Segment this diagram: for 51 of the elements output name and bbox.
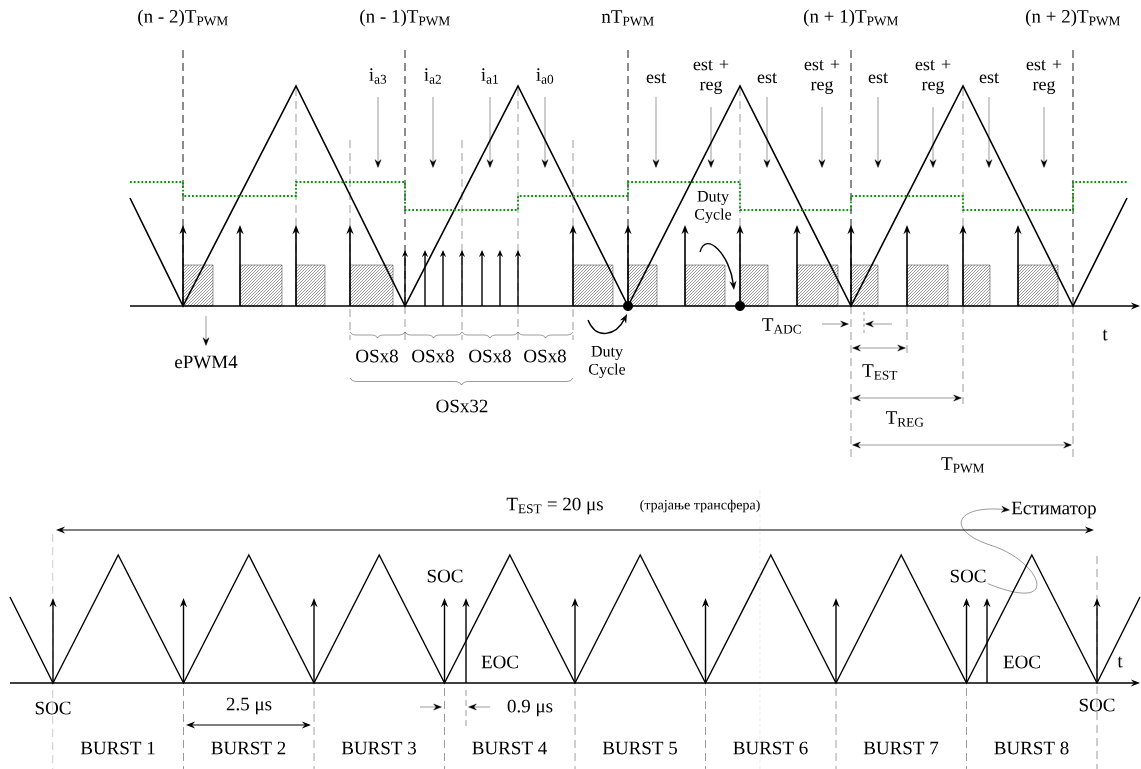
axis-label: t: [1102, 329, 1108, 341]
burst-label: BURST 8: [994, 741, 1069, 755]
signal-label: EOC: [1003, 655, 1040, 669]
sample-label: i$_{a3}$: [369, 68, 387, 84]
signal-label: SOC: [35, 701, 71, 715]
task-label: est: [646, 72, 666, 84]
task-label: est + reg: [915, 59, 951, 95]
sample-label: i$_{a0}$: [536, 68, 554, 84]
period-label: (n + 1)T$_{PWM}$: [803, 9, 898, 27]
burst-label: BURST 6: [733, 741, 808, 755]
interval-label: T$_{EST}$ = 20 μs: [506, 497, 603, 515]
oversampling-label: OSx8: [412, 349, 454, 363]
burst-label: BURST 3: [341, 741, 416, 755]
interval-label: T$_{PWM}$: [941, 457, 985, 473]
task-label: est + reg: [804, 59, 840, 95]
curved-arrow: [961, 506, 1037, 594]
signal-label: SOC: [427, 569, 463, 583]
period-label: (n - 1)T$_{PWM}$: [360, 9, 450, 27]
module-label: ePWM4: [175, 355, 238, 369]
axis-label: t: [1117, 656, 1123, 668]
burst-label: BURST 2: [211, 741, 286, 755]
task-label: est + reg: [1026, 59, 1062, 95]
task-label: est: [757, 72, 777, 84]
annotation-label: Duty Cycle: [695, 191, 732, 223]
block-label: Естиматор: [1011, 501, 1096, 519]
oversampling-label: OSx8: [524, 349, 566, 363]
oversampling-label: OSx8: [469, 349, 511, 363]
period-label: (n + 2)T$_{PWM}$: [1025, 9, 1120, 27]
annotation-label: Duty Cycle: [589, 346, 626, 378]
interval-label: 2.5 μs: [226, 697, 272, 715]
burst-label: BURST 1: [80, 741, 155, 755]
burst-label: BURST 5: [602, 741, 677, 755]
sample-label: i$_{a2}$: [424, 68, 441, 84]
period-label: (n - 2)T$_{PWM}$: [138, 9, 228, 27]
note-label: (трајање трансфера): [640, 499, 760, 513]
interval-label: T$_{ADC}$: [762, 318, 801, 334]
signal-label: SOC: [950, 569, 986, 583]
oversampling-label: OSx8: [356, 349, 398, 363]
signal-label: EOC: [481, 655, 518, 669]
task-label: est: [868, 72, 888, 84]
burst-label: BURST 4: [472, 741, 547, 755]
interval-label: 0.9 μs: [507, 699, 553, 717]
signal-label: SOC: [1079, 698, 1115, 712]
sample-label: i$_{a1}$: [481, 68, 498, 84]
burst-label: BURST 7: [863, 741, 939, 755]
interval-label: T$_{EST}$: [862, 364, 898, 380]
period-label: nT$_{PWM}$: [601, 10, 654, 26]
oversampling-label: OSx32: [436, 399, 488, 413]
interval-label: T$_{REG}$: [886, 411, 924, 427]
task-label: est + reg: [693, 59, 729, 95]
task-label: est: [979, 72, 999, 84]
